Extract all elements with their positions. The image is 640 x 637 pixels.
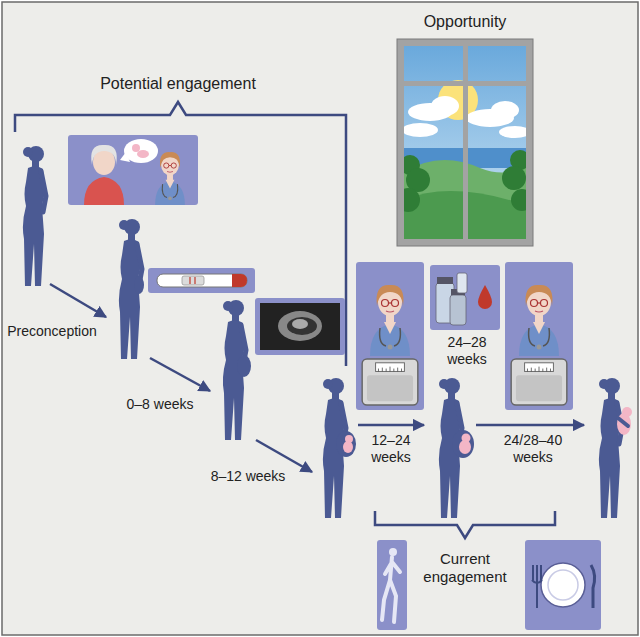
counselling-panel-part: [91, 145, 117, 165]
woman-silhouette-part: [452, 430, 474, 458]
doctor-weight-panel-part: [356, 262, 424, 410]
stage-label: Preconception: [4, 323, 100, 340]
counselling-panel-part: [137, 150, 149, 158]
blood-test-panel-part: [450, 295, 466, 325]
woman-silhouette: [23, 146, 46, 286]
exercise-panel-part: [382, 557, 400, 622]
blood-test-panel: [430, 265, 500, 330]
current-engagement-bracket: [375, 511, 555, 538]
section-label: Opportunity: [400, 12, 530, 31]
counselling-panel-part: [155, 152, 185, 205]
nutrition-panel-part: [525, 540, 601, 630]
counselling-panel-part: [84, 177, 124, 205]
ultrasound-panel-part: [292, 319, 308, 329]
ultrasound-panel-part: [287, 317, 317, 335]
counselling-panel-part: [68, 135, 198, 205]
mother-with-baby-part: [618, 418, 628, 426]
woman-silhouette: [119, 219, 144, 359]
stage-arrows-part: [50, 284, 106, 317]
window-opportunity-part-part-part: [511, 189, 526, 211]
mother-with-baby: [599, 378, 632, 518]
exercise-panel-part: [377, 540, 407, 630]
ultrasound-panel: [255, 298, 345, 355]
pregnancy-test-panel-part: [182, 276, 204, 285]
pregnancy-test-panel-part: [232, 274, 247, 287]
window-opportunity-part-part-part: [491, 101, 519, 119]
nutrition-panel-part: [532, 565, 542, 608]
woman-silhouette-part: [343, 441, 353, 453]
stage-label: 8–12 weeks: [208, 468, 288, 485]
doctor-weight-panel-part: [370, 285, 410, 356]
doctor-weight-panel: [505, 262, 573, 410]
section-label: Potential engagement: [73, 74, 283, 93]
window-opportunity-part: [463, 46, 468, 239]
woman-silhouette-part: [23, 146, 46, 286]
pregnancy-test-panel-part: [148, 268, 255, 293]
stage-label: 12–24 weeks: [365, 432, 417, 466]
blood-test-panel-part: [430, 265, 500, 330]
mother-with-baby-part: [599, 378, 622, 518]
stage-label: 24–28 weeks: [439, 334, 495, 368]
doctor-weight-panel-part: [511, 359, 567, 405]
window-opportunity-part: [397, 39, 533, 246]
stage-arrows-part: [256, 440, 312, 472]
doctor-weight-panel-part: [362, 359, 418, 405]
doctor-weight-panel-part: [505, 262, 573, 410]
woman-silhouette-part: [459, 440, 471, 454]
window-opportunity-part-part-part: [499, 126, 526, 138]
window-opportunity-part-part: [404, 46, 526, 239]
section-label: Current engagement: [419, 550, 511, 586]
stage-label: 24/28–40 weeks: [497, 432, 569, 466]
window-opportunity-part-part-part: [502, 166, 526, 190]
woman-silhouette-part: [134, 276, 144, 294]
nutrition-panel-part: [591, 565, 595, 608]
stage-arrows-part: [150, 358, 210, 391]
ultrasound-panel-part: [255, 298, 345, 355]
window-opportunity-part-part-part: [404, 188, 420, 212]
exercise-panel: [377, 540, 407, 630]
counselling-panel-part: [124, 139, 158, 163]
woman-silhouette: [439, 378, 474, 518]
current-engagement-bracket-part: [375, 511, 555, 538]
blood-test-panel-part: [457, 273, 467, 293]
woman-silhouette-part: [237, 355, 251, 377]
doctor-weight-panel-part: [519, 285, 559, 356]
woman-silhouette: [323, 378, 356, 518]
mother-with-baby-part: [622, 407, 632, 417]
nutrition-panel-part: [548, 570, 578, 600]
woman-silhouette-part: [336, 431, 356, 457]
window-opportunity-part-part-part: [404, 123, 438, 137]
window-opportunity-part: [404, 46, 526, 239]
ultrasound-panel-part: [260, 303, 340, 350]
pregnancy-test-panel-part: [157, 274, 247, 287]
stage-arrows-part: [358, 424, 424, 427]
pregnancy-test-panel-part: [190, 277, 195, 284]
blood-test-panel-part: [437, 277, 453, 284]
window-opportunity: [396, 39, 533, 246]
stage-label: 0–8 weeks: [122, 396, 198, 413]
counselling-panel: [68, 135, 198, 205]
nutrition-panel-part: [541, 563, 585, 607]
woman-silhouette: [223, 300, 251, 440]
window-opportunity-part-part-part: [431, 96, 459, 116]
counselling-panel-part: [132, 144, 140, 152]
blood-test-panel-part: [478, 285, 492, 309]
pregnancy-test-panel: [148, 268, 255, 293]
nutrition-panel: [525, 540, 601, 630]
exercise-panel-part: [389, 548, 397, 556]
ultrasound-panel-part: [278, 311, 322, 341]
doctor-weight-panel: [356, 262, 424, 410]
stage-arrows-part: [476, 424, 584, 427]
